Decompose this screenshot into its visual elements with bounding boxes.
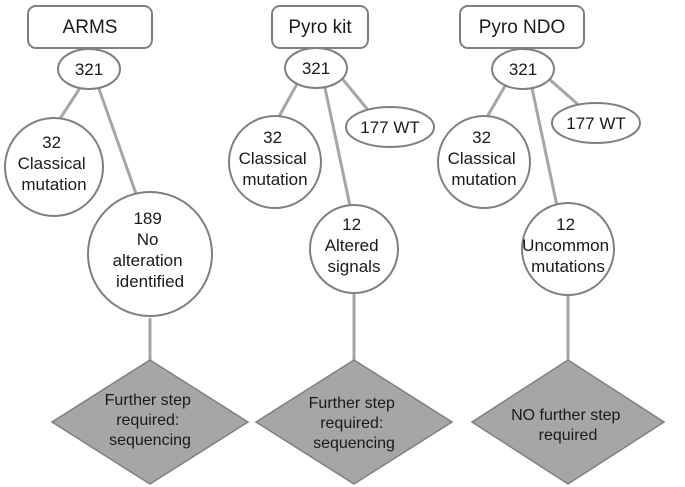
edge-arms-total-to-result [96,85,142,206]
total-node-pyro-ndo [491,48,555,90]
result-node-pyro-ndo [521,202,615,296]
classical-label-arms: 32 Classical mutation [18,133,91,194]
result-node-arms [87,191,213,317]
wt-label-pyro-ndo: 177 WT [566,114,626,133]
outcome-label-arms: Further step required: sequencing [105,392,196,449]
outcome-diamond-arms [50,359,250,485]
outcome-label-pyro-ndo: NO further step required [511,407,625,444]
method-label-arms: ARMS [63,17,118,38]
edge-pyrondo-total-to-wt [547,76,583,110]
result-label-arms: 189 No alteration identified [113,209,188,291]
wt-node-pyro-kit [345,106,435,148]
method-label-pyro-ndo: Pyro NDO [479,17,566,38]
total-node-arms [57,48,121,90]
total-label-pyro-kit: 321 [302,59,330,78]
result-node-pyro-kit [309,204,399,294]
result-label-pyro-kit: 12 Altered signals [325,215,384,276]
edge-pyrokit-total-to-wt [338,75,370,111]
classical-node-pyro-ndo [437,115,531,209]
classical-node-arms [4,117,104,217]
method-box-arms [27,5,153,49]
edge-pyrondo-total-to-result [530,87,559,207]
classical-label-pyro-kit: 32 Classical mutation [239,128,312,189]
outcome-diamond-pyro-kit [254,359,454,485]
classical-node-pyro-kit [228,115,322,209]
result-label-pyro-ndo: 12 Uncommon mutations [522,215,614,276]
total-label-arms: 321 [75,60,103,79]
wt-label-pyro-kit: 177 WT [360,118,420,137]
classical-label-pyro-ndo: 32 Classical mutation [448,128,521,189]
method-box-pyro-ndo [459,5,585,49]
outcome-diamond-pyro-ndo [470,359,666,485]
method-label-pyro-kit: Pyro kit [288,17,352,38]
total-node-pyro-kit [284,47,348,89]
column-arms: ARMS 321 32 Classical mutation 189 No al… [4,5,250,485]
total-label-pyro-ndo: 321 [509,60,537,79]
outcome-label-pyro-kit: Further step required: sequencing [309,395,400,452]
column-pyro-kit: Pyro kit 321 177 WT 32 Classical mutatio… [228,5,454,485]
edge-pyrokit-total-to-result [323,87,352,207]
column-pyro-ndo: Pyro NDO 321 177 WT 32 Classical mutatio… [437,5,666,485]
wt-node-pyro-ndo [551,102,641,144]
